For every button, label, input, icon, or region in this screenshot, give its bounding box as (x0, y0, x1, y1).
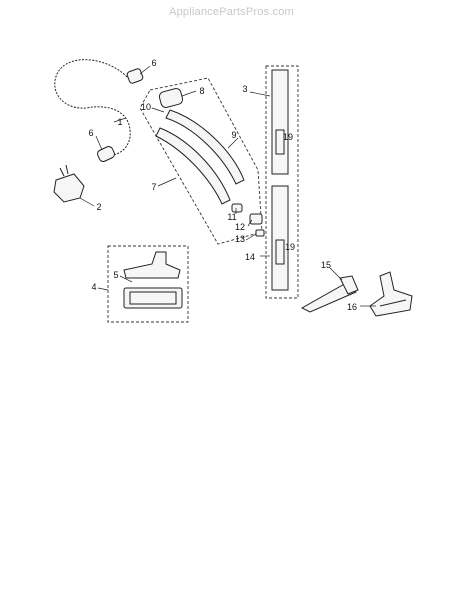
callout: 1 (117, 117, 122, 127)
callout: 19 (283, 132, 293, 142)
extension-wand-upper-icon (271, 69, 289, 175)
crevice-tool-icon (300, 275, 359, 313)
wand-icon (155, 109, 245, 205)
extension-wand-lower-icon (271, 185, 289, 291)
callout: 13 (235, 234, 245, 244)
callout: 7 (151, 182, 156, 192)
floor-tool-icon (123, 251, 183, 309)
callout: 6 (88, 128, 93, 138)
watermark: AppliancePartsPros.com (169, 6, 294, 18)
callout: 2 (96, 202, 101, 212)
callout: 12 (235, 222, 245, 232)
hose-connector-icon (53, 164, 85, 203)
callout: 5 (113, 270, 118, 280)
coupling-bottom-icon (97, 145, 115, 163)
cuff-icon (158, 88, 184, 108)
callouts: 1 2 3 4 5 6 6 7 8 9 10 11 12 13 14 15 16… (88, 58, 357, 312)
callout: 11 (227, 212, 236, 222)
upholstery-tool-icon (369, 271, 413, 317)
extension-wand-group-outline (265, 65, 299, 299)
floor-tool-group-outline (107, 245, 189, 323)
callout: 19 (285, 242, 295, 252)
clip-icon (231, 203, 265, 237)
callout: 8 (199, 86, 204, 96)
coupling-top-icon (126, 68, 144, 84)
callout: 14 (245, 252, 255, 262)
hose-icon (51, 56, 134, 158)
callout: 3 (242, 84, 247, 94)
callout: 4 (91, 282, 96, 292)
callout: 15 (321, 260, 331, 270)
callout: 6 (151, 58, 156, 68)
leader-lines (79, 65, 376, 307)
callout: 10 (141, 102, 151, 112)
callout: 16 (347, 302, 357, 312)
callout: 9 (231, 130, 236, 140)
